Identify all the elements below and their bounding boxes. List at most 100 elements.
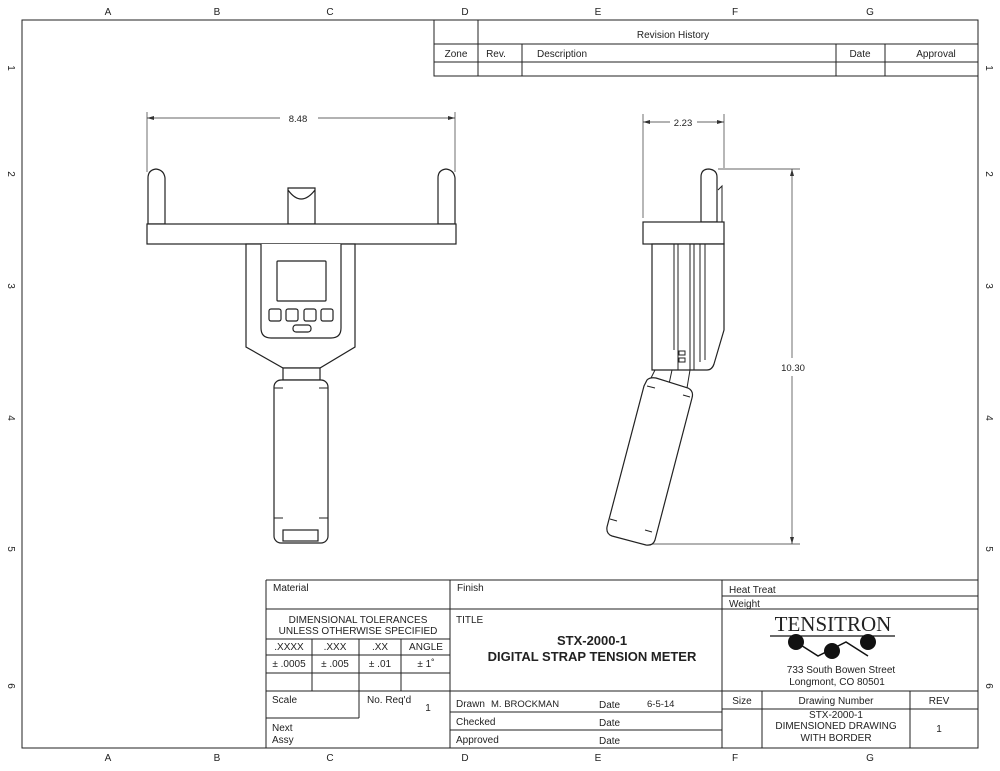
approved-label: Approved xyxy=(456,735,499,746)
row-label: 3 xyxy=(983,283,994,289)
drawing-number-2: DIMENSIONED DRAWING xyxy=(775,721,897,732)
header-date: Date xyxy=(849,49,871,60)
header-description: Description xyxy=(537,49,587,60)
side-grip xyxy=(606,377,694,546)
display-screen xyxy=(276,260,327,302)
side-body xyxy=(651,243,725,371)
checked-label: Checked xyxy=(456,717,495,728)
column-label: D xyxy=(461,753,468,764)
column-label: F xyxy=(732,7,738,18)
column-label: C xyxy=(326,753,333,764)
crossbar xyxy=(146,223,457,245)
row-label: 2 xyxy=(5,171,16,177)
row-label: 5 xyxy=(983,546,994,552)
rev-label: REV xyxy=(929,696,950,707)
keypad-button xyxy=(303,308,317,322)
drawn-label: Drawn xyxy=(456,699,485,710)
power-button xyxy=(292,324,312,333)
scale-label: Scale xyxy=(272,695,297,706)
column-label: E xyxy=(595,753,602,764)
drawn-by: M. BROCKMAN xyxy=(491,699,559,710)
drawing-border xyxy=(21,19,979,749)
column-label: G xyxy=(866,7,874,18)
no-reqd-label: No. Req'd xyxy=(367,695,411,706)
no-reqd-value: 1 xyxy=(425,703,431,714)
tolerance-header: .XXXX xyxy=(274,642,304,653)
column-label: A xyxy=(105,7,112,18)
header-approval: Approval xyxy=(916,49,955,60)
neck xyxy=(282,367,321,381)
rev-value: 1 xyxy=(936,724,942,735)
drawing-number-1: STX-2000-1 xyxy=(809,710,863,721)
column-label: G xyxy=(866,753,874,764)
title-label: TITLE xyxy=(456,615,484,626)
keypad-button xyxy=(268,308,282,322)
column-label: F xyxy=(732,753,738,764)
next-label: Next xyxy=(272,723,293,734)
grip xyxy=(273,379,329,544)
row-label: 4 xyxy=(5,415,16,421)
checked-date-label: Date xyxy=(599,718,621,729)
company-address-1: 733 South Bowen Street xyxy=(787,665,896,676)
tensitron-logo: TENSITRON xyxy=(770,612,895,659)
tolerance-header: ANGLE xyxy=(409,642,443,653)
side-peg xyxy=(700,168,718,223)
column-label: A xyxy=(105,753,112,764)
center-block xyxy=(287,187,316,225)
row-label: 1 xyxy=(983,65,994,71)
right-peg xyxy=(437,168,456,225)
material-label: Material xyxy=(273,583,309,594)
front-view: 8.48 xyxy=(146,112,457,544)
side-view: 2.23 10.30 xyxy=(606,114,805,546)
drawing-number-3: WITH BORDER xyxy=(800,733,871,744)
drawing-title-line-1: STX-2000-1 xyxy=(557,633,627,648)
side-depth-dimension: 2.23 xyxy=(674,118,693,129)
column-label: C xyxy=(326,7,333,18)
row-label: 2 xyxy=(983,171,994,177)
drawing-number-label: Drawing Number xyxy=(798,696,874,707)
approved-date-label: Date xyxy=(599,736,621,747)
tolerance-header: .XX xyxy=(372,642,388,653)
tolerance-value: ± 1˚ xyxy=(417,658,434,670)
row-labels-left: 1 2 3 4 5 6 xyxy=(5,65,16,689)
header-zone: Zone xyxy=(445,49,468,60)
title-block: Material Finish Heat Treat Weight DIMENS… xyxy=(265,579,978,748)
keypad-button xyxy=(285,308,299,322)
revision-history-title: Revision History xyxy=(637,30,709,41)
overall-height-dimension: 10.30 xyxy=(781,363,805,374)
tolerance-heading-1: DIMENSIONAL TOLERANCES xyxy=(289,615,428,626)
front-width-dimension: 8.48 xyxy=(289,114,308,125)
column-labels-bottom: A B C D E F G xyxy=(105,753,874,764)
tolerance-value: ± .0005 xyxy=(272,659,306,670)
tolerance-value: ± .01 xyxy=(369,659,392,670)
revision-history-table: Revision History Zone Rev. Description D… xyxy=(433,20,978,77)
column-labels-top: A B C D E F G xyxy=(105,7,874,18)
grip-end-cap xyxy=(282,529,319,542)
row-label: 3 xyxy=(5,283,16,289)
row-labels-right: 1 2 3 4 5 6 xyxy=(983,65,994,689)
row-label: 5 xyxy=(5,546,16,552)
drawing-title-line-2: DIGITAL STRAP TENSION METER xyxy=(488,649,697,664)
column-label: E xyxy=(595,7,602,18)
weight-label: Weight xyxy=(729,599,760,610)
tolerance-header: .XXX xyxy=(324,642,347,653)
column-label: D xyxy=(461,7,468,18)
heat-treat-label: Heat Treat xyxy=(729,585,776,596)
company-address-2: Longmont, CO 80501 xyxy=(789,677,885,688)
header-rev: Rev. xyxy=(486,49,506,60)
column-label: B xyxy=(214,753,221,764)
side-crossbar xyxy=(642,221,725,245)
row-label: 1 xyxy=(5,65,16,71)
tolerance-value: ± .005 xyxy=(321,659,349,670)
assy-label: Assy xyxy=(272,735,294,746)
tolerance-heading-2: UNLESS OTHERWISE SPECIFIED xyxy=(279,626,438,637)
drawn-date: 6-5-14 xyxy=(647,699,674,710)
left-peg xyxy=(147,168,166,225)
keypad-button xyxy=(320,308,334,322)
size-label: Size xyxy=(732,696,752,707)
company-name: TENSITRON xyxy=(775,612,892,636)
row-label: 6 xyxy=(983,683,994,689)
finish-label: Finish xyxy=(457,583,484,594)
row-label: 6 xyxy=(5,683,16,689)
